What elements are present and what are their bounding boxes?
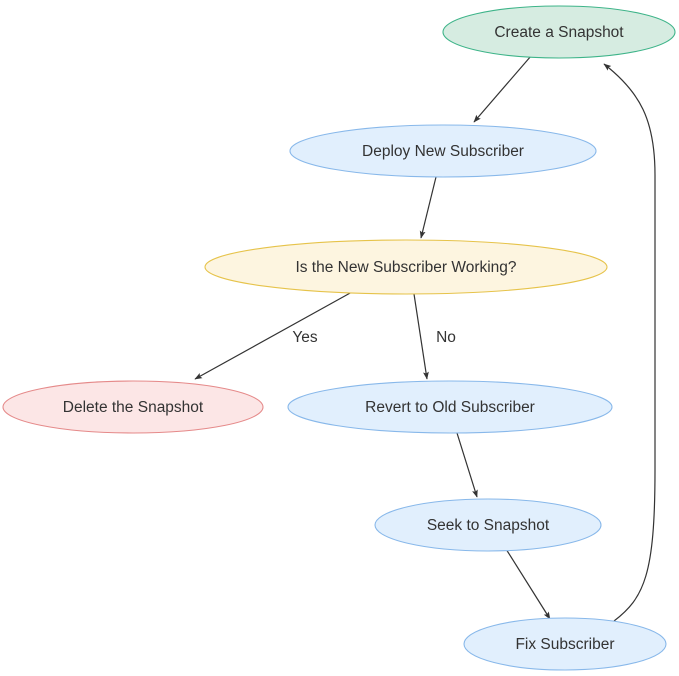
node-delete-the-snapshot[interactable]: Delete the Snapshot (2, 380, 264, 434)
node-create-snapshot[interactable]: Create a Snapshot (442, 5, 676, 59)
edge-label-no: No (436, 329, 456, 346)
edge-label-yes: Yes (292, 329, 318, 346)
node-deploy-new-subscriber[interactable]: Deploy New Subscriber (289, 124, 597, 178)
node-revert-to-old-subscriber[interactable]: Revert to Old Subscriber (287, 380, 613, 434)
edge-revert-to-old-subscriber-to-seek-to-snapshot (456, 432, 478, 498)
edge-fix-subscriber-to-create-snapshot (603, 63, 656, 622)
node-fix-subscriber[interactable]: Fix Subscriber (463, 617, 667, 671)
node-is-new-subscriber-working[interactable]: Is the New Subscriber Working? (204, 239, 608, 295)
node-seek-to-snapshot[interactable]: Seek to Snapshot (374, 498, 602, 552)
node-shape-deploy-new-subscriber (289, 124, 597, 178)
node-shape-revert-to-old-subscriber (287, 380, 613, 434)
edge-deploy-new-subscriber-to-is-new-subscriber-working (419, 176, 437, 239)
node-shape-delete-the-snapshot (2, 380, 264, 434)
node-shape-fix-subscriber (463, 617, 667, 671)
edge-create-snapshot-to-deploy-new-subscriber (473, 55, 532, 123)
edges-layer (194, 55, 656, 622)
node-shape-create-snapshot (442, 5, 676, 59)
node-shape-is-new-subscriber-working (204, 239, 608, 295)
edge-labels-layer: Yes No (292, 329, 456, 346)
edge-seek-to-snapshot-to-fix-subscriber (505, 548, 551, 620)
node-shape-seek-to-snapshot (374, 498, 602, 552)
edge-is-new-subscriber-working-to-revert-to-old-subscriber (413, 293, 429, 380)
edge-is-new-subscriber-working-to-delete-the-snapshot (194, 291, 353, 380)
